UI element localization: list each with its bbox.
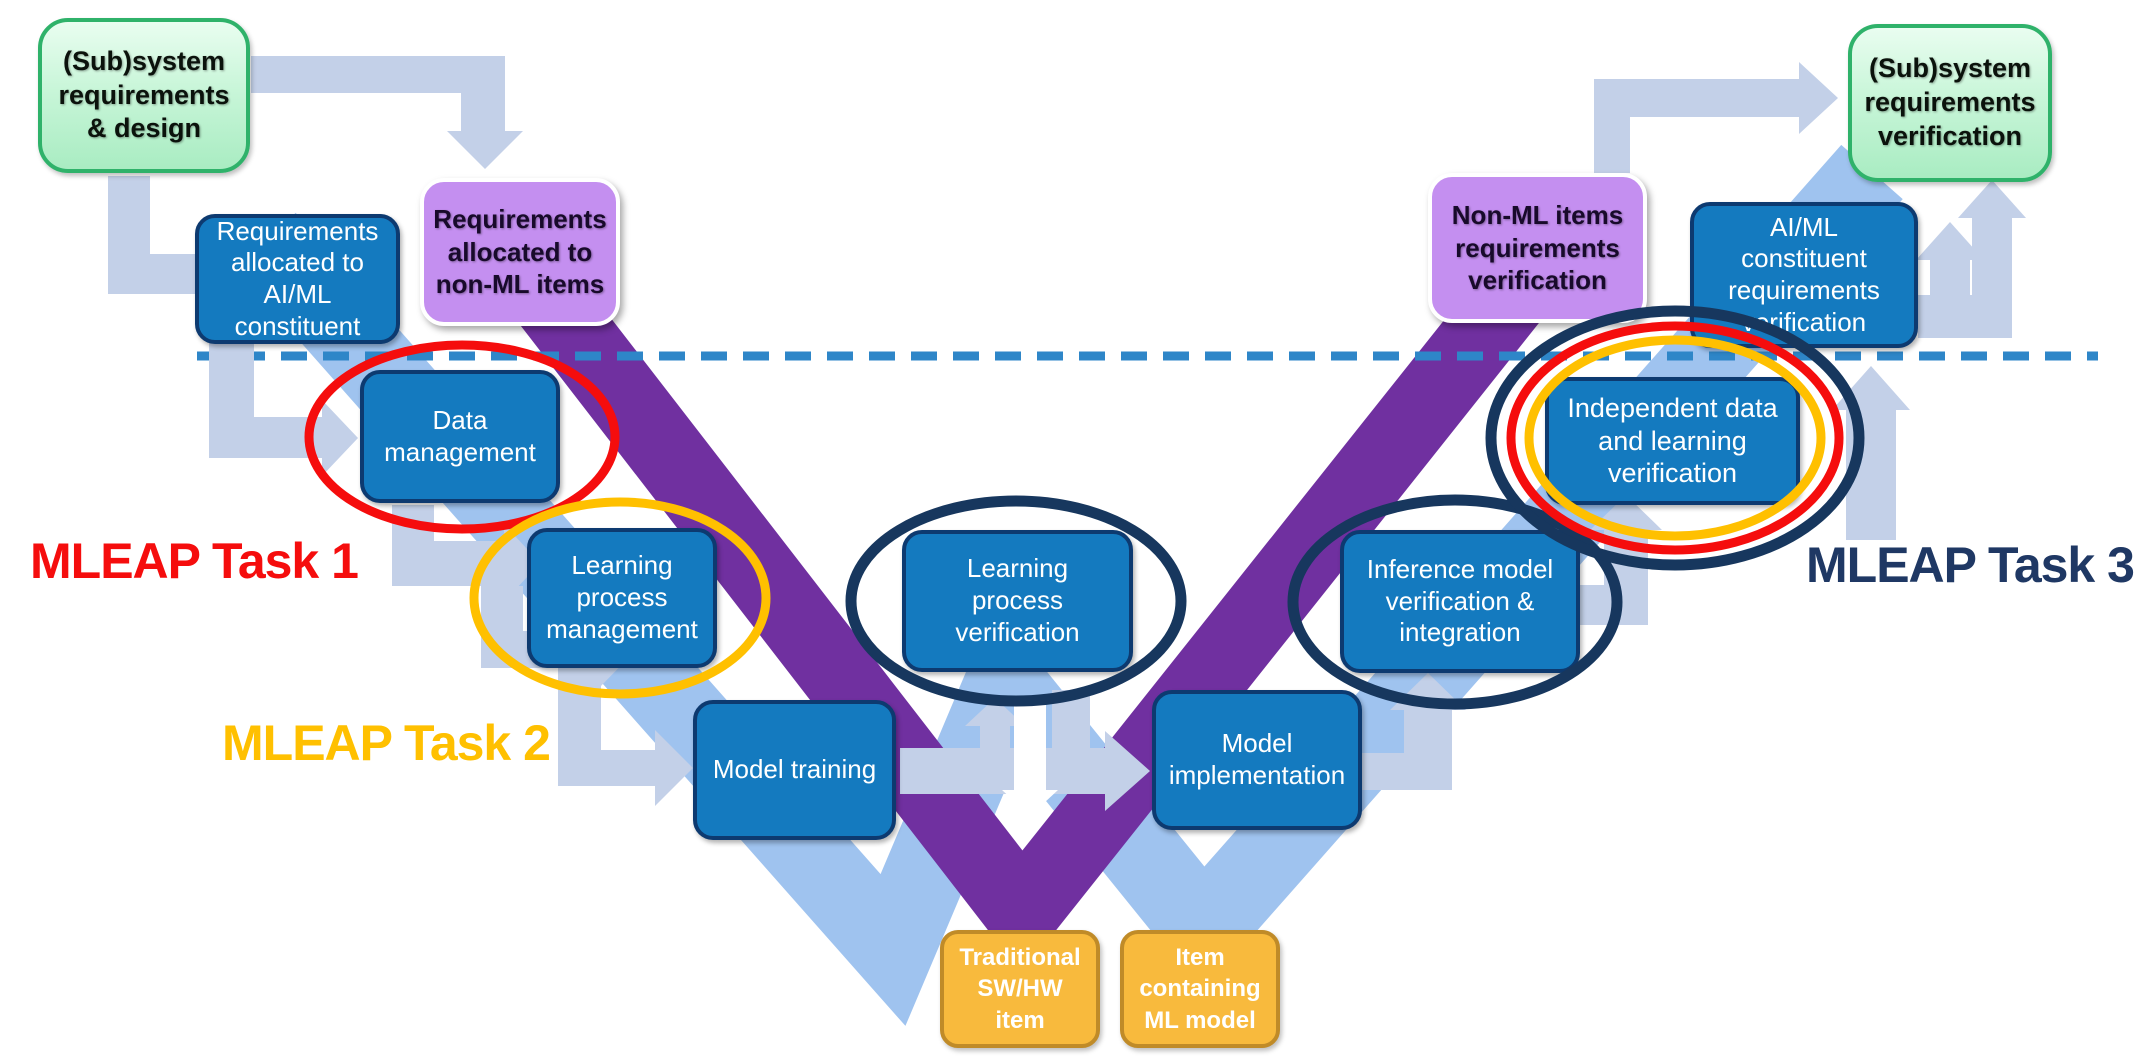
arrow-up-to-learnverif: [965, 698, 1025, 790]
arrow-nonmlverif-to-subsysverif: [1594, 62, 1838, 173]
box-label: Inference model verification & integrati…: [1366, 553, 1554, 648]
box-label: (Sub)system requirements & design: [58, 45, 230, 144]
arrow-aimlverif-secondary-up: [1916, 222, 1984, 338]
arrow-subsys-to-nonml: [251, 56, 523, 169]
box-model-training: Model training: [693, 700, 896, 840]
box-label: (Sub)system requirements verification: [1864, 53, 2036, 151]
label-mleap-task-1: MLEAP Task 1: [30, 533, 359, 589]
box-label: Learning process verification: [955, 553, 1080, 647]
box-label: Independent data and learning verificati…: [1567, 392, 1778, 489]
arrow-impl-to-inference: [1362, 673, 1466, 790]
box-label: Traditional SW/HW item: [959, 944, 1081, 1034]
box-label: Requirements allocated to non-ML items: [433, 204, 607, 300]
box-requirements-allocated-aiml: Requirements allocated to AI/ML constitu…: [195, 214, 400, 344]
box-label: Data management: [384, 404, 536, 467]
box-nonml-items-requirements-verification: Non-ML items requirements verification: [1428, 173, 1647, 323]
box-label: Model training: [712, 754, 877, 785]
box-inference-model-verification: Inference model verification & integrati…: [1340, 530, 1580, 673]
arrow-learnmgmt-to-training: [558, 668, 693, 806]
arrow-datamgmt-to-learnmgmt: [392, 505, 540, 602]
box-independent-data-learning-verification: Independent data and learning verificati…: [1545, 377, 1800, 505]
box-label: Item containing ML model: [1139, 944, 1261, 1034]
box-item-containing-ml-model: Item containing ML model: [1120, 930, 1280, 1048]
box-model-implementation: Model implementation: [1152, 690, 1362, 830]
box-learning-process-verification: Learning process verification: [902, 530, 1133, 672]
box-data-management: Data management: [360, 370, 560, 503]
box-subsystem-requirements-verification: (Sub)system requirements verification: [1848, 24, 2052, 182]
box-traditional-swhw-item: Traditional SW/HW item: [940, 930, 1100, 1048]
box-label: Non-ML items requirements verification: [1451, 200, 1624, 296]
box-requirements-allocated-nonml: Requirements allocated to non-ML items: [420, 178, 620, 326]
box-label: Model implementation: [1168, 728, 1346, 790]
box-label: Learning process management: [546, 550, 698, 644]
arrow-aiml-to-datamgmt: [209, 343, 358, 476]
box-label: AI/ML constituent requirements verificat…: [1728, 211, 1880, 337]
arrow-aimlverif-to-subsysverif: [1918, 180, 2026, 338]
box-label: Requirements allocated to AI/ML constitu…: [216, 215, 379, 341]
box-subsystem-requirements-design: (Sub)system requirements & design: [38, 18, 250, 173]
label-mleap-task-2: MLEAP Task 2: [222, 715, 551, 771]
arrow-stub-learnverif-down: [1052, 690, 1090, 770]
arrow-training-to-implementation: [900, 731, 1150, 811]
box-learning-process-management: Learning process management: [527, 528, 717, 668]
arrow-white-down: [1002, 700, 1058, 816]
arrow-inference-to-independent: [1580, 495, 1662, 625]
box-aiml-constituent-requirements-verification: AI/ML constituent requirements verificat…: [1690, 202, 1918, 348]
label-mleap-task-3: MLEAP Task 3: [1806, 537, 2134, 593]
arrow-independent-to-aimlverif: [1832, 366, 1910, 540]
